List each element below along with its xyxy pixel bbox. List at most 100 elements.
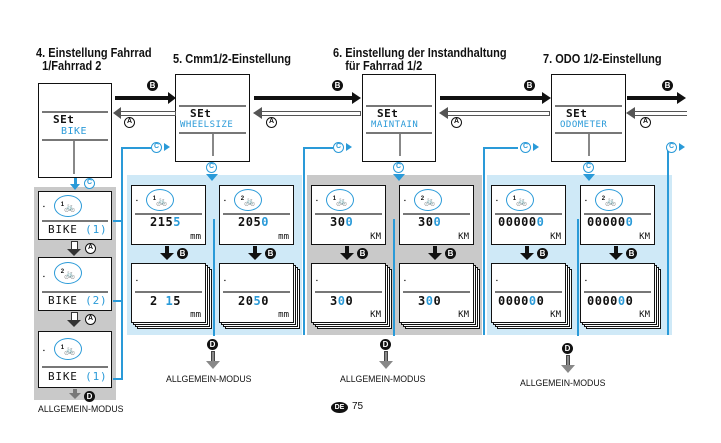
section-5-title: 5. Cmm1/2-Einstellung	[173, 52, 292, 66]
button-a-badge: A	[124, 117, 135, 128]
arrow-right-icon	[168, 92, 176, 104]
lcd-value: 000000	[587, 294, 634, 308]
lcd-value: 2050	[238, 294, 269, 308]
arrow-down-icon	[248, 253, 262, 260]
section-4-title: 4. Einstellung Fahrrad 1/Fahrrad 2	[36, 46, 152, 73]
arrow-down-icon	[609, 253, 623, 260]
unit-label: KM	[370, 232, 381, 242]
button-d-badge: D	[380, 339, 391, 350]
arrow-forward	[627, 96, 679, 100]
connector-line	[393, 219, 395, 336]
button-b-badge: B	[524, 80, 535, 91]
button-c-badge: C	[520, 142, 531, 153]
arrow-forward	[254, 96, 354, 100]
set-odometer-screen: SEt ODOMETER	[551, 74, 626, 162]
lcd-value: 300	[418, 294, 442, 308]
bike-select-screen-1: ▪ 1🚲 BIKE (1)	[38, 191, 112, 240]
button-b-badge: B	[177, 248, 188, 259]
set-bike-screen: SEt BIKE	[38, 83, 112, 178]
arrow-forward	[115, 96, 171, 100]
unit-label: KM	[639, 232, 650, 242]
exit-label: ALLGEMEIN-MODUS	[166, 374, 252, 385]
arrow-back	[120, 111, 176, 116]
exit-label: ALLGEMEIN-MODUS	[340, 374, 426, 385]
unit-label: mm	[190, 310, 201, 320]
button-c-badge: C	[333, 142, 344, 153]
arrow-left-icon	[626, 107, 635, 119]
arrow-down-icon	[561, 365, 575, 373]
arrow-right-icon	[352, 92, 361, 104]
lcd-value: 300	[330, 215, 354, 229]
connector-line	[121, 147, 123, 380]
button-c-badge: C	[206, 162, 217, 173]
arrow-down-icon	[70, 184, 80, 190]
mode-label: WHEELSIZE	[180, 120, 234, 130]
arrow-down-icon	[67, 320, 81, 327]
arrow-left-icon	[439, 107, 448, 119]
connector-line	[113, 220, 122, 222]
arrow-down-icon	[69, 393, 81, 399]
button-a-badge: A	[640, 117, 651, 128]
unit-label: KM	[639, 310, 650, 320]
unit-label: KM	[550, 232, 561, 242]
arrow-forward	[525, 246, 529, 254]
button-d-badge: D	[84, 391, 95, 402]
arrow-right-icon	[679, 143, 685, 151]
connector-line	[113, 378, 122, 380]
arrow-down-icon	[206, 361, 220, 369]
arrow-down-icon	[206, 174, 218, 181]
arrow-right-icon	[164, 143, 170, 151]
arrow-down-icon	[160, 253, 174, 260]
bike-icon: 2🚲	[54, 262, 82, 284]
set-wheelsize-screen: SEt WHEELSIZE	[175, 74, 250, 162]
button-c-badge: C	[583, 162, 594, 173]
connector-line	[667, 147, 669, 335]
connector-line	[303, 147, 333, 149]
bike-icon: 2🚲	[234, 189, 262, 211]
button-b-badge: B	[357, 248, 368, 259]
section-7-title: 7. ODO 1/2-Einstellung	[543, 52, 662, 66]
lcd-value: 000000	[498, 294, 545, 308]
arrow-down-icon	[428, 253, 442, 260]
section-6-title: 6. Einstellung der Instandhaltung für Fa…	[333, 46, 507, 73]
arrow-a-down	[71, 312, 78, 321]
button-c-badge: C	[666, 142, 677, 153]
button-b-badge: B	[445, 248, 456, 259]
bike-icon: 1🚲	[54, 338, 82, 360]
arrow-forward	[440, 96, 544, 100]
button-c-badge: C	[393, 162, 404, 173]
arrow-back	[448, 111, 550, 116]
bike-select-value: BIKE (1)	[48, 370, 108, 383]
button-d-badge: D	[207, 339, 218, 350]
connector-line	[483, 147, 485, 335]
button-d-badge: D	[562, 343, 573, 354]
arrow-left-icon	[253, 107, 262, 119]
arrow-forward	[345, 246, 349, 254]
connector-line	[577, 219, 579, 336]
lcd-value: 300	[330, 294, 354, 308]
connector-line	[213, 219, 215, 336]
unit-label: mm	[278, 232, 289, 242]
button-a-badge: A	[266, 117, 277, 128]
bike-icon: 2🚲	[595, 189, 623, 211]
mode-label: MAINTAIN	[371, 120, 419, 130]
bike-icon: 1🚲	[506, 189, 534, 211]
arrow-a-down	[71, 241, 78, 250]
arrow-back	[635, 111, 687, 116]
connector-line	[483, 147, 518, 149]
bike-icon: 1🚲	[146, 189, 174, 211]
unit-label: mm	[278, 310, 289, 320]
button-a-badge: A	[85, 243, 96, 254]
arrow-left-icon	[113, 107, 121, 119]
button-b-badge: B	[332, 80, 343, 91]
arrow-right-icon	[542, 92, 551, 104]
connector-line	[113, 300, 122, 302]
connector-line	[121, 147, 151, 149]
